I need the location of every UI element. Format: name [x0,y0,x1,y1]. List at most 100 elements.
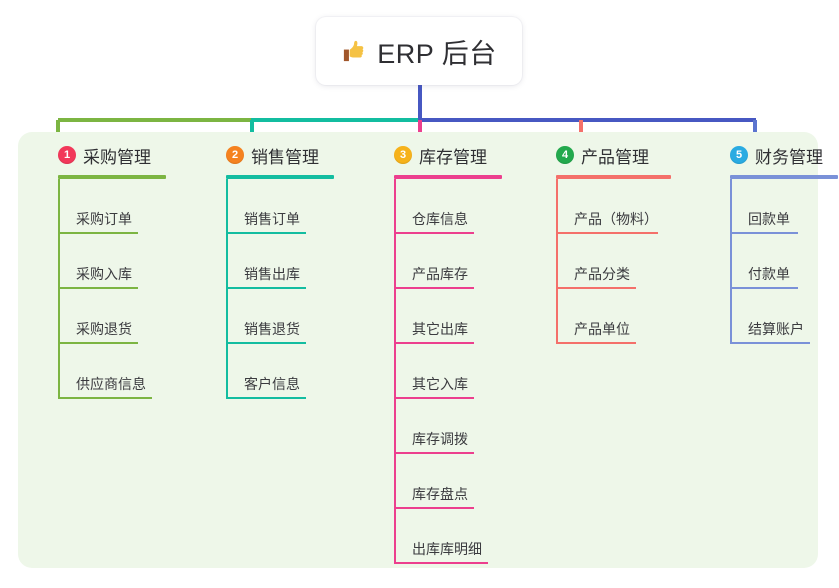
column-items: 回款单付款单结算账户 [730,179,838,344]
column-1: 1 采购管理采购订单采购入库采购退货供应商信息 [36,143,166,399]
column-title: 采购管理 [83,147,151,167]
list-item-label: 付款单 [748,266,790,282]
list-item-label: 产品分类 [574,266,630,282]
list-item[interactable]: 库存盘点 [394,454,502,509]
column-4: 4 产品管理产品（物料） 产品分类产品单位 [534,143,671,344]
list-item-label: 采购订单 [76,211,132,227]
list-item-underline [60,397,152,399]
list-item-underline [60,287,138,289]
list-item-label: 客户信息 [244,376,300,392]
number-badge-icon: 3 [394,146,412,164]
list-item[interactable]: 销售出库 [226,234,334,289]
list-item-underline [396,452,474,454]
column-spine [58,179,60,399]
column-underline [58,175,166,179]
list-item-label: 采购退货 [76,321,132,337]
list-item-underline [732,232,798,234]
list-item-underline [396,507,474,509]
list-item-underline [558,287,636,289]
list-item[interactable]: 结算账户 [730,289,838,344]
column-header-1[interactable]: 1 采购管理 [36,143,166,167]
column-title: 产品管理 [581,147,649,167]
list-item[interactable]: 销售退货 [226,289,334,344]
column-underline [394,175,502,179]
list-item[interactable]: 产品单位 [556,289,671,344]
list-item-underline [732,287,798,289]
column-title: 财务管理 [755,147,823,167]
list-item-underline [732,342,810,344]
list-item[interactable]: 其它出库 [394,289,502,344]
list-item[interactable]: 供应商信息 [58,344,166,399]
list-item-label: 出库库明细 [412,541,482,557]
list-item[interactable]: 付款单 [730,234,838,289]
column-spine [226,179,228,399]
list-item-underline [60,232,138,234]
list-item-label: 产品单位 [574,321,630,337]
list-item-underline [396,232,474,234]
list-item-underline [396,287,474,289]
list-item[interactable]: 采购入库 [58,234,166,289]
number-badge-icon: 4 [556,146,574,164]
list-item-underline [228,397,306,399]
column-header-3[interactable]: 3 库存管理 [372,143,502,167]
column-5: 5 财务管理回款单付款单结算账户 [708,143,838,344]
list-item-label: 采购入库 [76,266,132,282]
list-item-label: 库存调拨 [412,431,468,447]
number-badge-icon: 2 [226,146,244,164]
column-items: 销售订单销售出库销售退货客户信息 [226,179,334,399]
list-item[interactable]: 库存调拨 [394,399,502,454]
list-item-label: 其它入库 [412,376,468,392]
thumbs-up-icon [341,38,367,64]
list-item[interactable]: 销售订单 [226,179,334,234]
column-underline [226,175,334,179]
list-item-underline [396,562,488,564]
column-header-4[interactable]: 4 产品管理 [534,143,671,167]
list-item-label: 销售订单 [244,211,300,227]
list-item-label: 产品（物料） [574,211,658,227]
column-underline [730,175,838,179]
list-item[interactable]: 产品库存 [394,234,502,289]
root-node-card[interactable]: ERP 后台 [316,17,522,85]
list-item-underline [558,342,636,344]
column-underline [556,175,671,179]
list-item-underline [228,287,306,289]
column-title: 销售管理 [251,147,319,167]
number-badge-icon: 1 [58,146,76,164]
column-header-5[interactable]: 5 财务管理 [708,143,838,167]
list-item-underline [396,397,474,399]
column-items: 产品（物料） 产品分类产品单位 [556,179,671,344]
list-item[interactable]: 出库库明细 [394,509,502,564]
diagram-panel [18,132,818,568]
list-item[interactable]: 产品（物料） [556,179,671,234]
number-badge-icon: 5 [730,146,748,164]
column-spine [394,179,396,564]
list-item[interactable]: 回款单 [730,179,838,234]
column-header-2[interactable]: 2 销售管理 [204,143,334,167]
list-item-underline [60,342,138,344]
list-item-label: 销售退货 [244,321,300,337]
list-item[interactable]: 采购退货 [58,289,166,344]
list-item-label: 仓库信息 [412,211,468,227]
column-items: 采购订单采购入库采购退货供应商信息 [58,179,166,399]
list-item-underline [558,232,658,234]
list-item[interactable]: 其它入库 [394,344,502,399]
list-item[interactable]: 仓库信息 [394,179,502,234]
column-title: 库存管理 [419,147,487,167]
root-node-title: ERP 后台 [377,38,497,69]
column-spine [730,179,732,344]
list-item-label: 其它出库 [412,321,468,337]
column-spine [556,179,558,344]
list-item-label: 库存盘点 [412,486,468,502]
list-item[interactable]: 采购订单 [58,179,166,234]
list-item-underline [228,232,306,234]
column-2: 2 销售管理销售订单销售出库销售退货客户信息 [204,143,334,399]
column-items: 仓库信息产品库存其它出库其它入库库存调拨库存盘点出库库明细 [394,179,502,564]
list-item-label: 回款单 [748,211,790,227]
list-item-underline [228,342,306,344]
list-item-label: 供应商信息 [76,376,146,392]
list-item-label: 销售出库 [244,266,300,282]
list-item[interactable]: 客户信息 [226,344,334,399]
list-item-underline [396,342,474,344]
list-item-label: 结算账户 [748,321,804,337]
list-item[interactable]: 产品分类 [556,234,671,289]
